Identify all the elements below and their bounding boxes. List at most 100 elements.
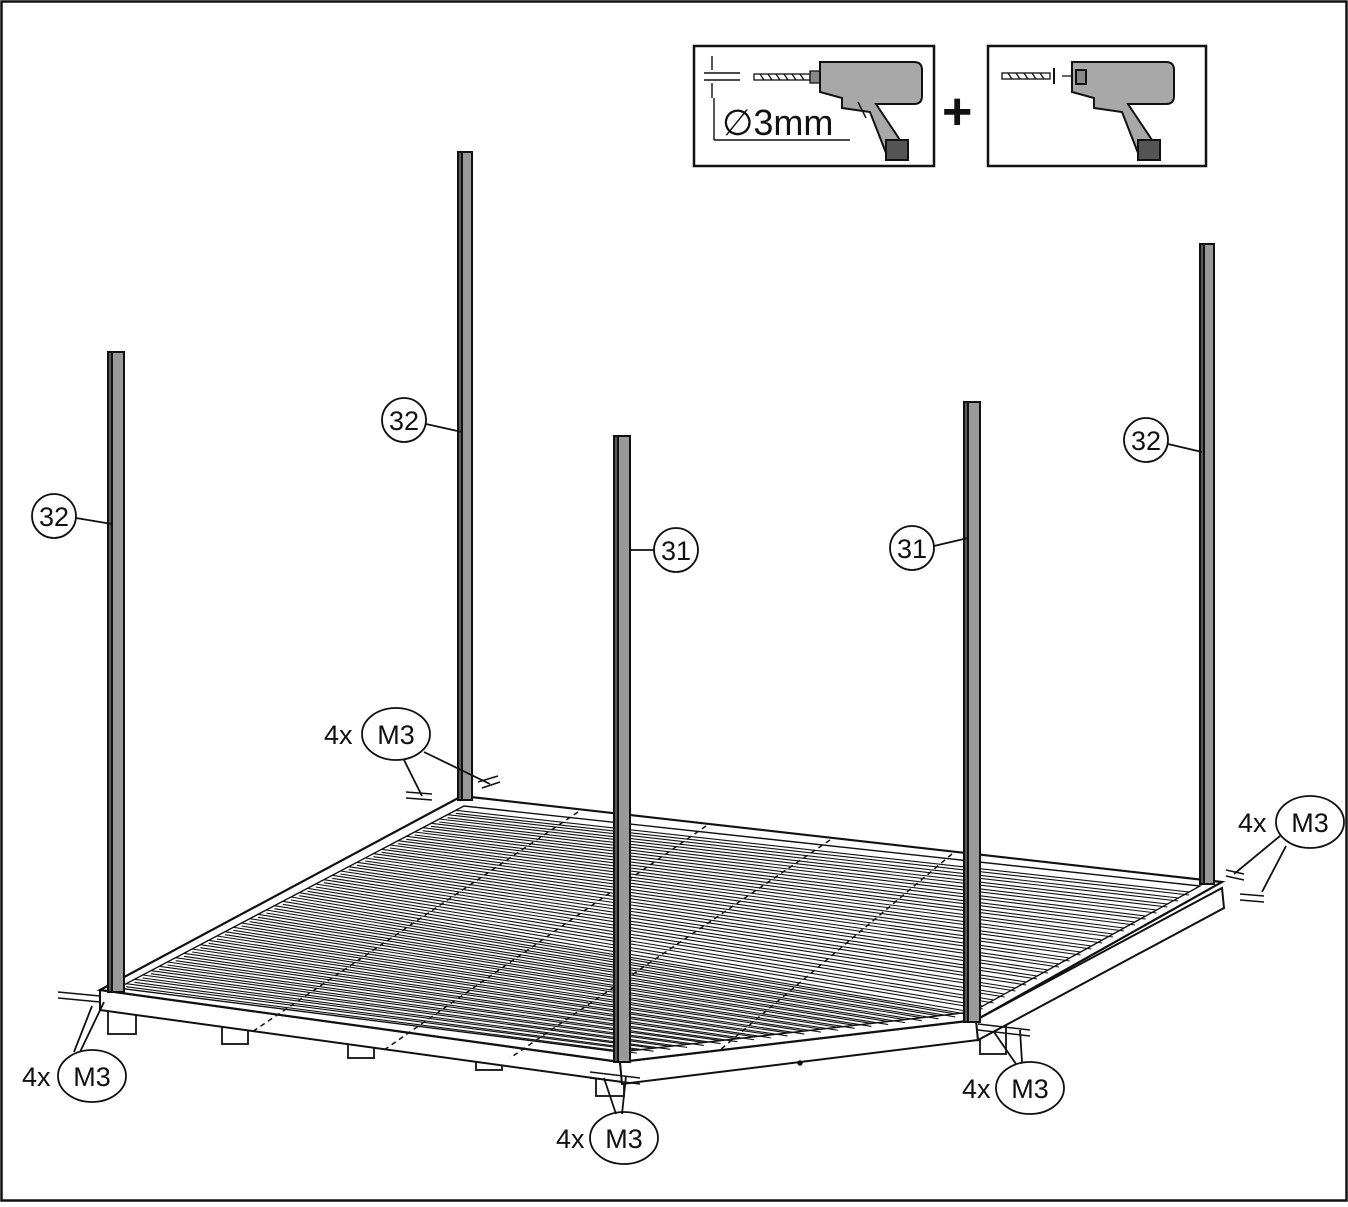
deck-slat-line <box>299 895 983 1010</box>
fastener-callout-labels: 4x M3 4x M3 4x M3 4x M3 4x M3 <box>22 720 1329 1154</box>
deck-slat-line <box>175 960 738 1043</box>
deck-slat-line <box>348 866 1049 971</box>
deck-slat-line <box>389 847 1103 944</box>
deck-slat-line <box>200 944 788 1034</box>
deck-slat-line <box>406 838 1125 932</box>
post-32-left <box>107 351 125 993</box>
deck-slat-line <box>126 983 637 1051</box>
deck-slat-line <box>455 809 1190 893</box>
deck-slat-line <box>373 856 1081 956</box>
deck-slat-line <box>274 905 939 1017</box>
deck-slat-line <box>225 931 838 1028</box>
deck-slat-line <box>422 830 1146 920</box>
fastener-code-right-front: M3 <box>1011 1074 1049 1104</box>
deck-slat-line <box>233 926 855 1026</box>
deck-slat-line <box>439 821 1168 908</box>
fastener-code-left: M3 <box>73 1062 111 1092</box>
deck-slat-line <box>192 948 771 1036</box>
deck-slat-line <box>249 918 889 1023</box>
deck-slat-line <box>315 883 1005 995</box>
deck-slat-line <box>348 869 1049 974</box>
part-label-31-front: 31 <box>661 536 691 566</box>
screw-hole <box>797 1060 803 1066</box>
deck-slat-line <box>208 942 805 1035</box>
part-callout-labels: 32 32 31 31 32 <box>39 406 1161 566</box>
deck-slat-line <box>439 818 1168 905</box>
drill-screwdriver-icon <box>1071 61 1175 161</box>
deck-slat-line <box>266 909 922 1019</box>
deck-slat-line <box>274 908 939 1020</box>
part-label-31-right: 31 <box>897 534 927 564</box>
deck-slat-line <box>332 877 1027 986</box>
deck-slat-line <box>356 861 1059 965</box>
deck-seams <box>251 811 953 1059</box>
fastener-code-back: M3 <box>377 720 415 750</box>
deck-slat-line <box>340 873 1038 980</box>
fastener-code-right: M3 <box>1291 808 1329 838</box>
deck-slat-line <box>175 957 738 1040</box>
deck-slat-line <box>406 835 1125 929</box>
deck-slat-line <box>134 978 654 1049</box>
deck-slat-line <box>389 844 1103 941</box>
deck-platform <box>96 794 1226 1097</box>
deck-slat-line <box>200 947 788 1037</box>
deck-slat-line <box>307 887 994 1001</box>
deck-slat-line <box>323 882 1016 992</box>
deck-slat-line <box>356 864 1059 968</box>
deck-slat-line <box>142 974 671 1047</box>
fastener-qty-right: 4x <box>1238 808 1267 838</box>
fastener-callouts <box>57 707 1345 1165</box>
post-31-front <box>613 435 631 1063</box>
deck-slat-line <box>398 840 1114 935</box>
deck-slat-line <box>183 952 755 1038</box>
tool-panel-drill: ∅3mm <box>692 44 936 168</box>
deck-slat-line <box>307 890 994 1004</box>
deck-slat-line <box>183 955 755 1041</box>
deck-slat-line <box>455 812 1190 896</box>
deck-slat-line <box>332 874 1027 983</box>
fastener-qty-back: 4x <box>324 720 353 750</box>
deck-slat-line <box>134 981 654 1052</box>
deck-slat-line <box>315 886 1005 998</box>
deck-slat-line <box>225 934 838 1031</box>
deck-slat-line <box>323 879 1016 989</box>
deck-slat-line <box>373 853 1081 953</box>
part-label-32-right: 32 <box>1131 426 1161 456</box>
deck-slat-line <box>208 939 805 1032</box>
deck-slat-line <box>233 929 855 1029</box>
deck-slat-line <box>398 843 1114 938</box>
deck-slat-line <box>216 935 822 1030</box>
tool-panel-screwdriver <box>986 44 1208 168</box>
deck-slat-line <box>257 913 906 1021</box>
deck-slat-line <box>290 899 973 1016</box>
deck-slat-line <box>150 970 688 1045</box>
deck-slat-line <box>150 973 688 1048</box>
plus-symbol: + <box>942 83 972 141</box>
deck-slat-line <box>430 822 1157 911</box>
fastener-qty-left: 4x <box>22 1062 51 1092</box>
fastener-code-front: M3 <box>605 1124 643 1154</box>
post-32-right <box>1199 243 1215 885</box>
drill-icon <box>819 61 923 161</box>
part-label-32-back: 32 <box>389 406 419 436</box>
deck-slat-line <box>126 986 637 1054</box>
fastener-qty-right-front: 4x <box>962 1074 991 1104</box>
posts <box>107 151 1215 1063</box>
deck-slat-line <box>249 921 889 1026</box>
deck-slat-line <box>192 951 771 1039</box>
deck-slat-line <box>430 825 1157 914</box>
post-31-right <box>963 401 981 1023</box>
part-callouts <box>31 397 1203 573</box>
deck-slat-line <box>299 892 983 1007</box>
front-beam-right <box>974 886 1226 1042</box>
deck-slat-line <box>414 834 1135 926</box>
deck-slat-line <box>447 814 1179 899</box>
deck-slats <box>126 809 1190 1054</box>
deck-slat-line <box>241 922 872 1024</box>
deck-slat-line <box>266 912 922 1022</box>
post-32-back <box>457 151 473 801</box>
deck-slat-line <box>365 860 1070 962</box>
